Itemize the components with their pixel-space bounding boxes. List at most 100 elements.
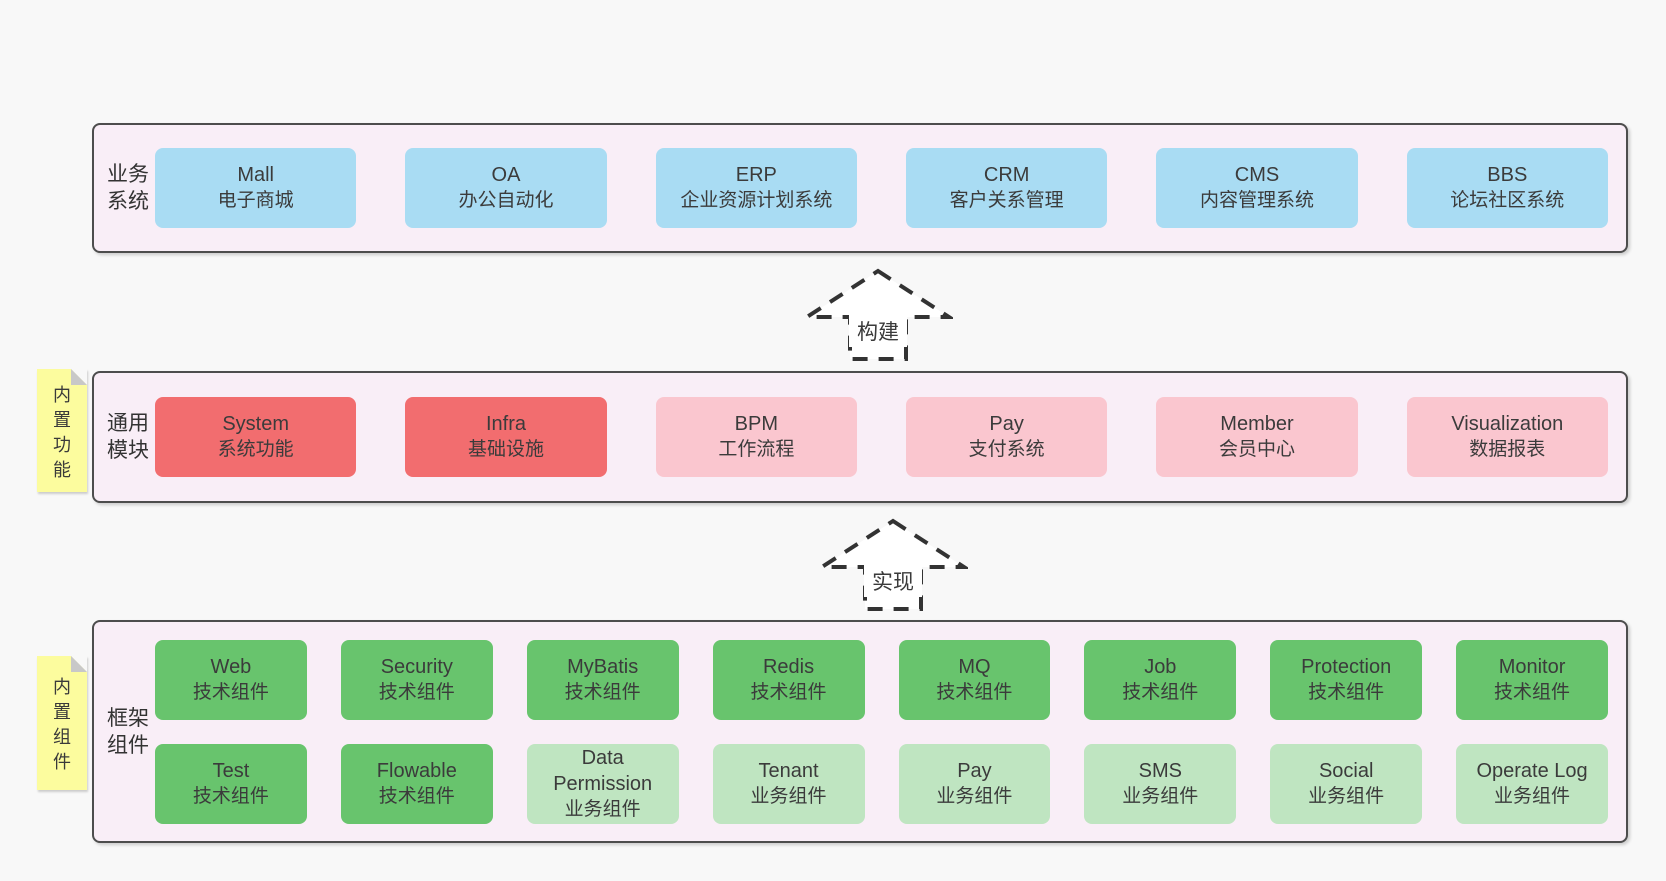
- module-box-tenant: Tenant 业务组件: [712, 743, 865, 824]
- module-box-sms: SMS 业务组件: [1084, 743, 1237, 824]
- sticky-built-in-components: 内置组件: [37, 656, 87, 790]
- module-name: MyBatis: [567, 655, 639, 678]
- module-name: Visualization: [1451, 413, 1564, 435]
- module-name: Job: [1144, 655, 1177, 678]
- module-subtitle: 技术组件: [750, 681, 827, 703]
- module-name: BPM: [734, 413, 778, 435]
- sticky-built-in-components-label: 内置组件: [53, 677, 71, 772]
- module-subtitle: 技术组件: [192, 785, 269, 807]
- arrow-implement: 实现: [815, 518, 971, 612]
- module-name: CMS: [1234, 164, 1280, 186]
- layer-common-modules: 通用模块 System 系统功能 Infra 基础设施 BPM 工作流程 Pay 支付系统 Me…: [92, 371, 1628, 503]
- up-arrow-icon: 构建: [800, 268, 956, 361]
- module-subtitle: 技术组件: [1494, 681, 1571, 703]
- arrow-implement-label: 实现: [872, 571, 914, 594]
- module-box-monitor: Monitor 技术组件: [1456, 639, 1608, 720]
- module-name: Pay: [989, 413, 1024, 435]
- layer-label-framework-components: 框架组件: [107, 706, 149, 757]
- module-name: Operate Log: [1476, 759, 1588, 782]
- module-name: Monitor: [1498, 655, 1566, 678]
- module-name: Data Permission: [553, 746, 653, 795]
- module-box-mq: MQ 技术组件: [898, 639, 1051, 720]
- module-box-oa: OA 办公自动化: [405, 148, 607, 228]
- module-name: Flowable: [376, 759, 457, 782]
- sticky-built-in-features: 内置功能: [37, 369, 87, 492]
- arrow-build: 构建: [800, 268, 956, 362]
- module-name: CRM: [983, 164, 1030, 186]
- module-box-bpm: BPM 工作流程: [655, 397, 857, 477]
- module-name: Redis: [762, 655, 815, 678]
- module-box-social: Social 业务组件: [1270, 743, 1423, 824]
- module-subtitle: 技术组件: [378, 785, 455, 807]
- module-name: Web: [210, 655, 252, 678]
- module-name: Pay: [957, 759, 992, 782]
- module-name: Mall: [237, 164, 274, 186]
- module-subtitle: 内容管理系统: [1199, 190, 1314, 211]
- module-subtitle: 工作流程: [718, 439, 795, 460]
- module-subtitle: 技术组件: [378, 681, 455, 703]
- module-name: SMS: [1138, 759, 1182, 782]
- module-name: OA: [491, 164, 521, 186]
- module-subtitle: 业务组件: [936, 785, 1013, 807]
- module-name: MQ: [958, 655, 991, 678]
- module-name: Social: [1318, 759, 1374, 782]
- module-subtitle: 办公自动化: [458, 190, 554, 211]
- module-row: Mall 电子商城 OA 办公自动化 ERP 企业资源计划系统 CRM 客户关系管理 CMS 内容…: [155, 148, 1608, 228]
- module-subtitle: 业务组件: [1308, 785, 1385, 807]
- module-subtitle: 业务组件: [1494, 785, 1571, 807]
- module-box-pay: Pay 业务组件: [898, 743, 1051, 824]
- module-subtitle: 基础设施: [467, 439, 544, 460]
- module-box-protection: Protection 技术组件: [1270, 639, 1423, 720]
- module-subtitle: 业务组件: [1122, 785, 1199, 807]
- layer-business-systems: 业务系统 Mall 电子商城 OA 办公自动化 ERP 企业资源计划系统 CRM 客户关系管理…: [92, 123, 1628, 253]
- module-subtitle: 支付系统: [968, 439, 1045, 460]
- arrow-build-label: 构建: [857, 321, 899, 344]
- module-name: ERP: [735, 164, 777, 186]
- module-box-data-permission: Data Permission 业务组件: [526, 743, 679, 824]
- module-box-mall: Mall 电子商城: [155, 148, 357, 228]
- layer-label-common-modules: 通用模块: [107, 412, 149, 462]
- module-box-visualization: Visualization 数据报表: [1406, 397, 1608, 477]
- module-subtitle: 电子商城: [217, 190, 294, 211]
- module-name: System: [222, 413, 289, 435]
- module-name: Infra: [485, 413, 526, 435]
- module-name: BBS: [1487, 164, 1528, 186]
- layer-rows: Mall 电子商城 OA 办公自动化 ERP 企业资源计划系统 CRM 客户关系管理 CMS 内容…: [155, 125, 1608, 251]
- module-subtitle: 数据报表: [1469, 439, 1546, 460]
- module-subtitle: 技术组件: [936, 681, 1013, 703]
- module-box-cms: CMS 内容管理系统: [1156, 148, 1358, 228]
- module-box-job: Job 技术组件: [1084, 639, 1237, 720]
- module-subtitle: 企业资源计划系统: [680, 190, 833, 211]
- module-subtitle: 客户关系管理: [949, 190, 1064, 211]
- module-subtitle: 技术组件: [564, 681, 641, 703]
- up-arrow-icon: 实现: [815, 518, 971, 611]
- module-box-pay: Pay 支付系统: [905, 397, 1108, 477]
- module-box-redis: Redis 技术组件: [712, 639, 865, 720]
- module-subtitle: 业务组件: [750, 785, 827, 807]
- module-subtitle: 会员中心: [1218, 439, 1295, 460]
- module-subtitle: 论坛社区系统: [1450, 190, 1565, 211]
- module-box-mybatis: MyBatis 技术组件: [526, 639, 679, 720]
- module-subtitle: 技术组件: [1308, 681, 1385, 703]
- module-subtitle: 技术组件: [1122, 681, 1199, 703]
- module-subtitle: 业务组件: [564, 798, 641, 820]
- module-box-erp: ERP 企业资源计划系统: [655, 148, 857, 228]
- module-box-operate-log: Operate Log 业务组件: [1456, 743, 1608, 824]
- module-box-bbs: BBS 论坛社区系统: [1406, 148, 1608, 228]
- module-subtitle: 系统功能: [217, 439, 294, 460]
- module-name: Protection: [1301, 655, 1392, 678]
- sticky-built-in-features-label: 内置功能: [53, 384, 71, 480]
- layer-label-business-systems: 业务系统: [107, 163, 149, 213]
- module-box-infra: Infra 基础设施: [405, 397, 607, 477]
- module-name: Tenant: [758, 759, 819, 782]
